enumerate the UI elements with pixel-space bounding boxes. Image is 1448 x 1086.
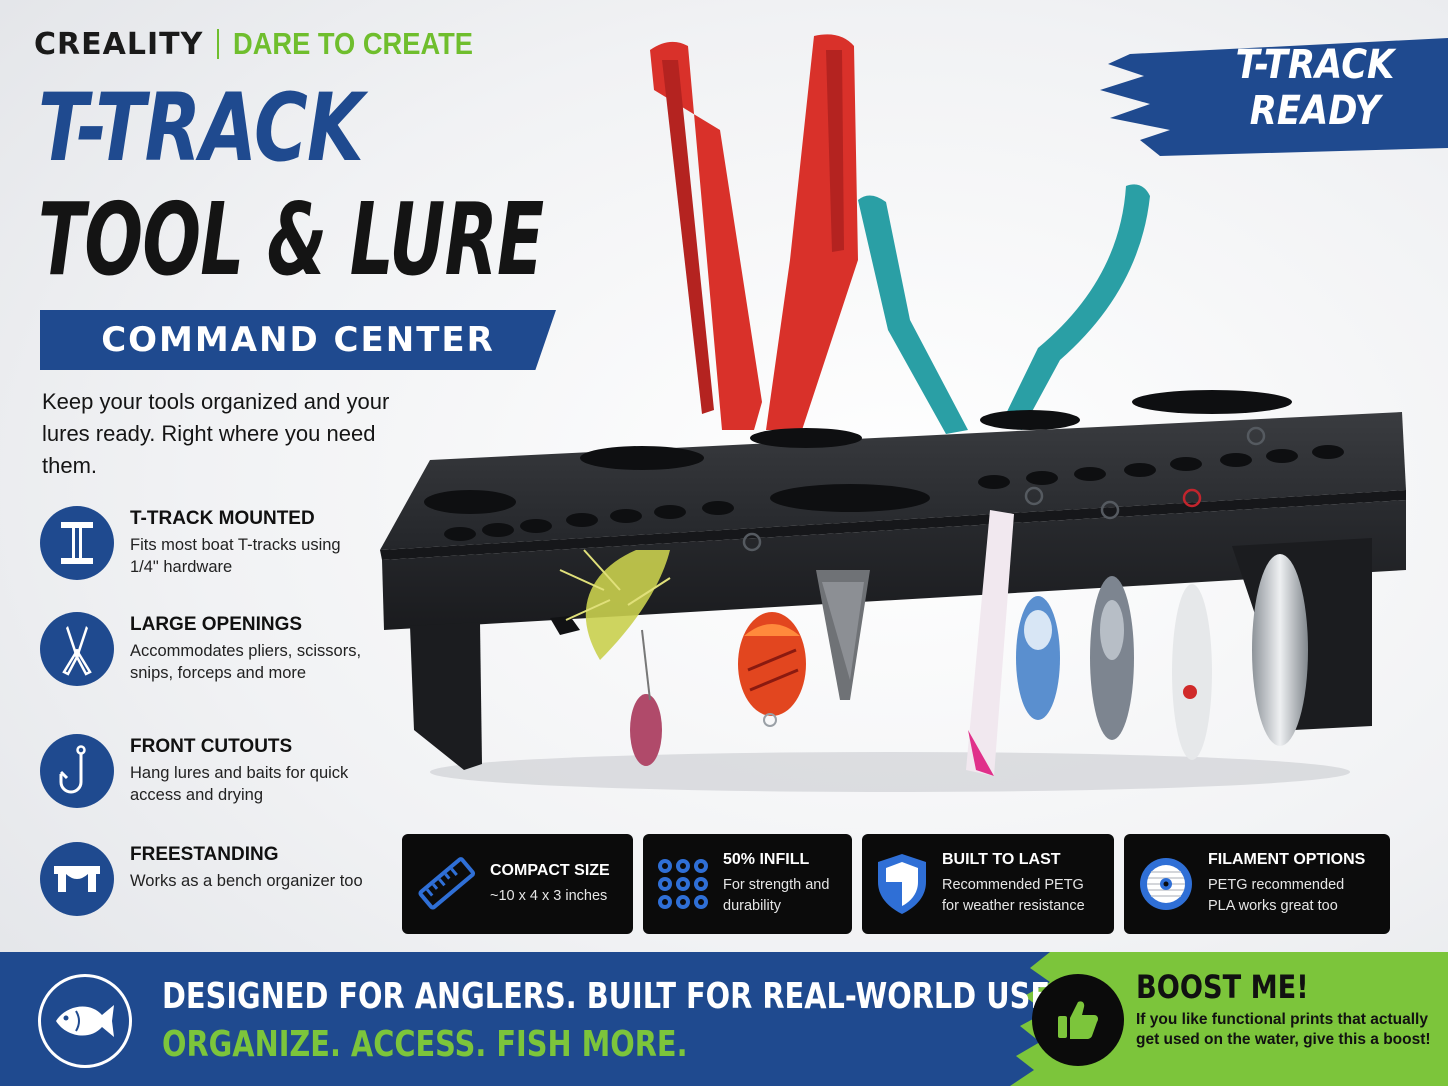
feature-item-front-cutouts: FRONT CUTOUTS Hang lures and baits for q… (40, 734, 370, 808)
intro-text: Keep your tools organized and your lures… (42, 389, 390, 478)
brand-logo: CREALITY (34, 26, 204, 62)
bench-icon (40, 842, 114, 916)
feature-title: FRONT CUTOUTS (130, 736, 293, 757)
spec-card-infill: 50% INFILL For strength and durability (643, 834, 852, 934)
thumbs-up-icon (1032, 974, 1124, 1066)
feature-title: T-TRACK MOUNTED (130, 508, 315, 529)
ready-badge: T-TRACK READY (1205, 42, 1425, 134)
t-track-icon (40, 506, 114, 580)
spec-title: FILAMENT OPTIONS (1208, 851, 1366, 868)
spec-card-filament-options: FILAMENT OPTIONS PETG recommended PLA wo… (1124, 834, 1390, 934)
spec-desc-line: PLA works great too (1208, 898, 1338, 914)
spec-desc-line: For strength and (723, 877, 830, 893)
feature-title: LARGE OPENINGS (130, 614, 303, 635)
spec-desc-line: durability (723, 898, 782, 914)
feature-desc: Works as a bench organizer too (130, 872, 363, 890)
spec-title: 50% INFILL (723, 851, 810, 868)
ready-badge-brushstroke (1100, 38, 1448, 156)
headline-subtitle: COMMAND CENTER (101, 320, 495, 360)
spec-card-compact-size: COMPACT SIZE ~10 x 4 x 3 inches (402, 834, 633, 934)
ruler-icon (414, 852, 478, 916)
spec-title: BUILT TO LAST (942, 851, 1061, 868)
feature-item-large-openings: LARGE OPENINGS Accommodates pliers, scis… (40, 612, 370, 686)
feature-desc: Fits most boat T-tracks using 1/4" hardw… (130, 536, 341, 576)
shield-icon (874, 852, 930, 916)
fish-icon (38, 974, 132, 1068)
brand-tagline: DARE TO CREATE (233, 26, 474, 61)
boost-desc: If you like functional prints that actua… (1136, 1011, 1431, 1048)
feature-desc: Hang lures and baits for quick access an… (130, 764, 349, 804)
spec-desc-line: for weather resistance (942, 898, 1085, 914)
filament-spool-icon (1136, 854, 1196, 914)
feature-item-freestanding: FREESTANDING Works as a bench organizer … (40, 842, 370, 916)
spec-desc: PETG recommended PLA works great too (1208, 875, 1365, 917)
spec-title: COMPACT SIZE (490, 861, 610, 879)
spec-card-built-to-last: BUILT TO LAST Recommended PETG for weath… (862, 834, 1114, 934)
boost-title: BOOST ME! (1136, 968, 1309, 1006)
pliers-icon (40, 612, 114, 686)
bottom-banner: DESIGNED FOR ANGLERS. BUILT FOR REAL-WOR… (0, 952, 1448, 1086)
brand-header: CREALITY DARE TO CREATE (34, 26, 506, 62)
brand-divider (217, 29, 220, 59)
banner-headline: DESIGNED FOR ANGLERS. BUILT FOR REAL-WOR… (162, 976, 1061, 1017)
ready-badge-line2: READY (1249, 88, 1381, 134)
subtitle-band: COMMAND CENTER (40, 310, 556, 370)
infill-grid-icon (655, 856, 711, 912)
headline-line1: T-TRACK (38, 74, 364, 183)
fish-hook-icon (40, 734, 114, 808)
feature-item-t-track: T-TRACK MOUNTED Fits most boat T-tracks … (40, 506, 370, 580)
spec-desc-line: PETG recommended (1208, 877, 1345, 893)
spec-desc: For strength and durability (723, 875, 829, 917)
product-image (380, 34, 1406, 792)
feature-desc: Accommodates pliers, scissors, snips, fo… (130, 642, 362, 682)
boost-brushstroke (1010, 952, 1448, 1086)
spec-desc: ~10 x 4 x 3 inches (490, 887, 608, 904)
headline-line2: TOOL & LURE (38, 181, 544, 298)
banner-slogan: ORGANIZE. ACCESS. FISH MORE. (162, 1024, 688, 1065)
spec-desc: Recommended PETG for weather resistance (942, 875, 1085, 917)
feature-title: FREESTANDING (130, 844, 279, 865)
spec-desc-line: Recommended PETG (942, 877, 1084, 893)
ready-badge-line1: T-TRACK (1235, 42, 1395, 88)
